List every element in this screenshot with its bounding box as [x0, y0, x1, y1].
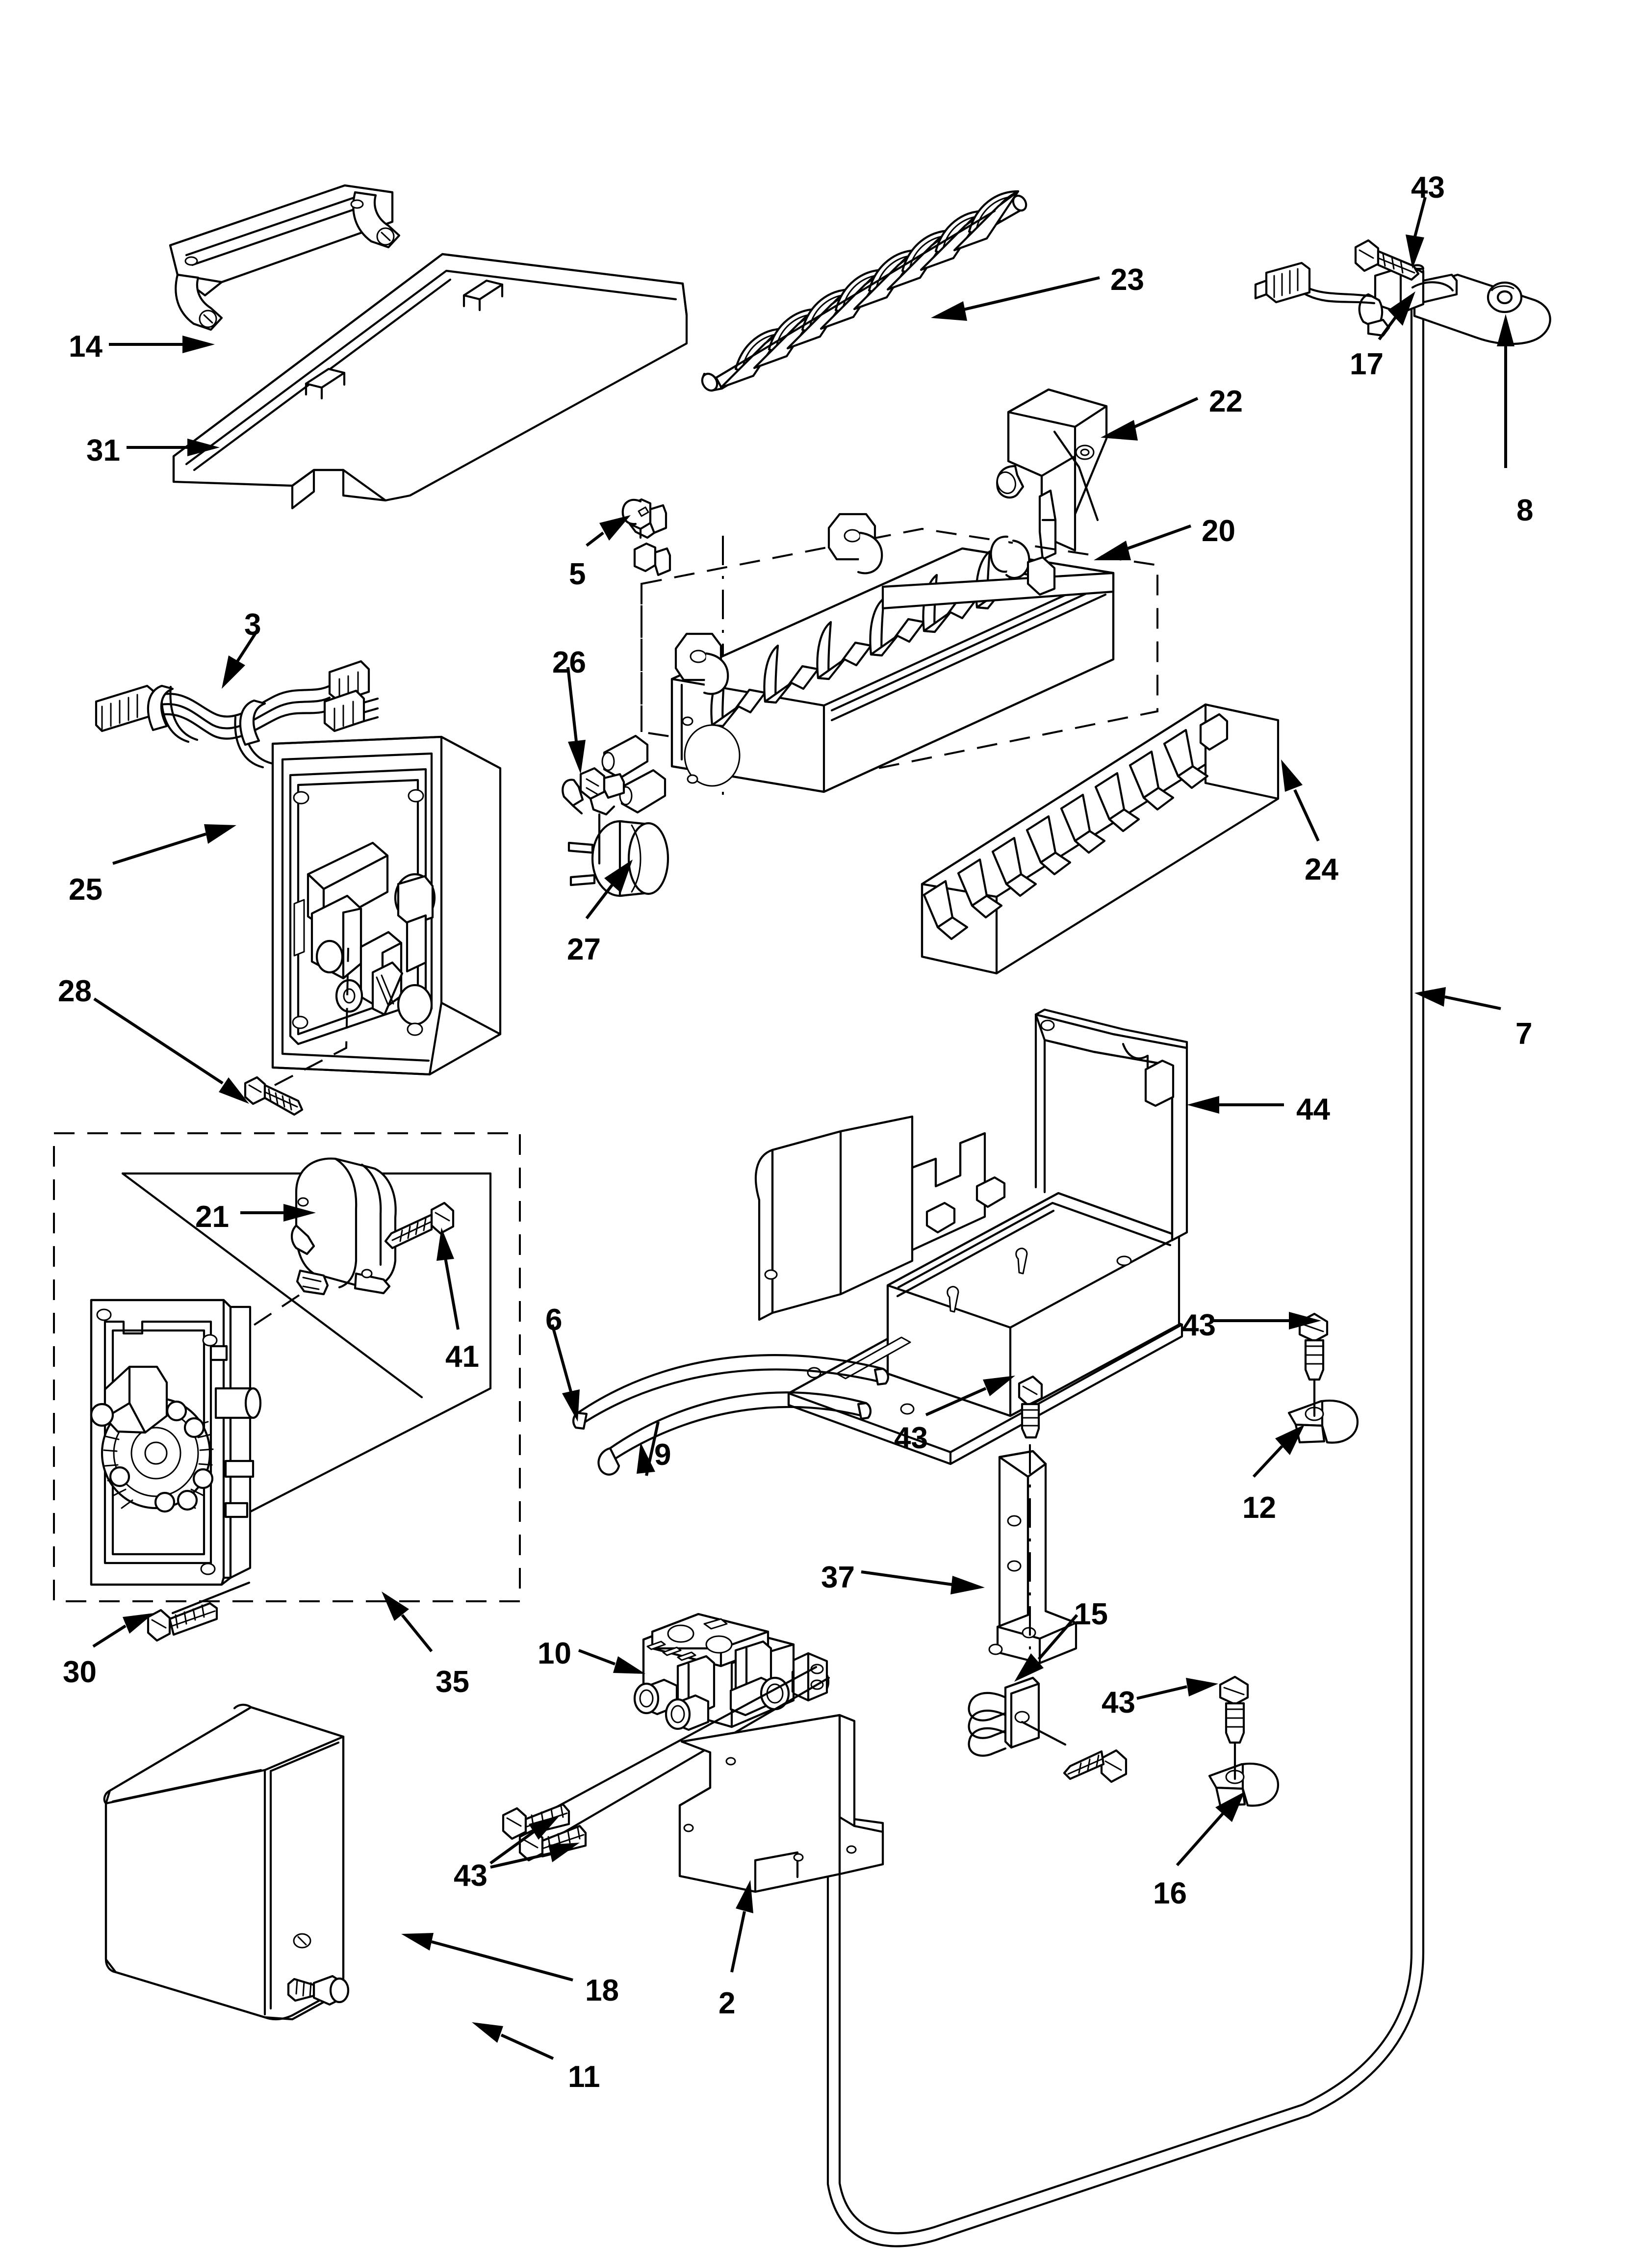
part-43-screw-top-right: [1354, 239, 1420, 281]
callout-15: 15: [1074, 1597, 1108, 1631]
callout-23: 23: [1110, 263, 1144, 297]
part-18-icemaker-cover: [103, 1703, 345, 2021]
callout-5: 5: [569, 557, 586, 591]
callout-3: 3: [244, 608, 261, 642]
callout-43-valve: 43: [454, 1859, 487, 1893]
part-26-coupling: [562, 767, 625, 816]
part-23-auger: [701, 190, 1027, 392]
callout-41: 41: [445, 1340, 479, 1374]
part-11-push-pin: [287, 1975, 350, 2006]
callout-7: 7: [1515, 1017, 1533, 1051]
callout-22: 22: [1209, 385, 1243, 418]
part-14-ice-bucket-rail: [169, 184, 401, 331]
part-37-mounting-bracket: [988, 1444, 1078, 1672]
part-43-screw-bracket37: [1018, 1375, 1043, 1439]
callout-9: 9: [654, 1438, 671, 1472]
callout-10: 10: [538, 1637, 571, 1670]
callout-30: 30: [63, 1655, 97, 1689]
part-3-wire-harness: [95, 660, 379, 769]
callout-12: 12: [1242, 1491, 1276, 1525]
part-10-water-valve: [514, 1613, 830, 1852]
part-21-motor-cover: [198, 1157, 397, 1333]
callout-14: 14: [69, 330, 103, 364]
callout-21: 21: [195, 1200, 229, 1234]
callout-26: 26: [552, 646, 586, 679]
part-15-spring-clip: [968, 1676, 1067, 1757]
part-20-icemaker-module: [601, 513, 1115, 814]
part-44-icemaker-bracket: [754, 1008, 1188, 1465]
callout-18: 18: [585, 1974, 619, 2007]
callout-43-bracket44: 43: [1182, 1308, 1216, 1342]
part-25-icemaker-housing: [271, 735, 502, 1076]
callout-35: 35: [436, 1665, 469, 1699]
callout-43-clamp16: 43: [1102, 1686, 1135, 1720]
callout-43-top-right: 43: [1411, 171, 1445, 205]
part-2-valve-bracket: [678, 1714, 884, 1893]
part-16-tube-clamp: [1208, 1706, 1280, 1807]
part-24-ice-stripper: [921, 703, 1280, 975]
part-43-screw-clamp16: [1219, 1675, 1249, 1744]
part-35-motor-gear-plate: [90, 1299, 262, 1586]
callout-11: 11: [568, 2060, 600, 2094]
part-9-water-tube-lower: [597, 1391, 872, 1476]
part-30-screw: [147, 1581, 251, 1642]
part-31-ice-bucket-lid: [172, 253, 688, 510]
callout-8: 8: [1516, 494, 1534, 527]
callout-31: 31: [86, 434, 120, 468]
callout-25: 25: [69, 873, 103, 907]
part-43-screw-clip15: [1063, 1749, 1128, 1783]
part-22-ice-chute: [996, 388, 1108, 561]
part-41-screw: [384, 1201, 455, 1250]
callout-44: 44: [1296, 1093, 1330, 1126]
part-28-screw: [244, 947, 349, 1116]
callout-20: 20: [1202, 514, 1235, 548]
part-12-tube-clamp: [1287, 1343, 1359, 1444]
callout-24: 24: [1305, 853, 1338, 886]
callout-leaders: [92, 197, 1514, 2060]
callout-16: 16: [1153, 1877, 1187, 1910]
part-5-retainer-clip: [621, 498, 667, 539]
callout-2: 2: [718, 1986, 736, 2020]
callout-43-bracket37: 43: [894, 1421, 928, 1455]
callout-28: 28: [58, 974, 92, 1008]
callout-37: 37: [821, 1561, 855, 1594]
callout-17: 17: [1350, 347, 1384, 381]
callout-6: 6: [545, 1303, 563, 1337]
part-8-grommet: [1487, 281, 1523, 313]
callout-27: 27: [567, 933, 601, 966]
